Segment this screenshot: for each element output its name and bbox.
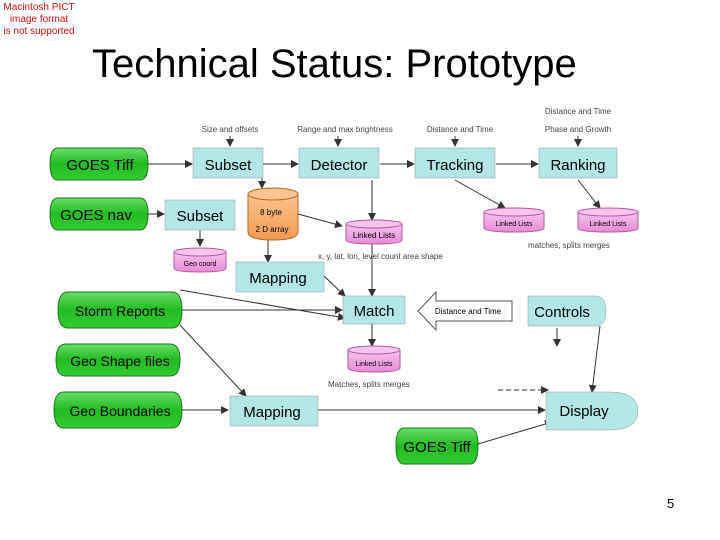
process-subset-top: Subset bbox=[192, 147, 264, 179]
process-display: Display bbox=[545, 391, 639, 431]
process-label: Controls bbox=[534, 304, 590, 321]
annotation-size-offsets: Size and offsets bbox=[202, 125, 259, 134]
list-geo-coord: Geo coord bbox=[173, 247, 227, 273]
datastore-label: GOES Tiff bbox=[403, 439, 471, 456]
storage-2d-array: 8 byte 2 D array bbox=[247, 187, 299, 241]
process-label: Subset bbox=[205, 157, 253, 174]
process-label: Tracking bbox=[427, 157, 484, 174]
process-tracking: Tracking bbox=[414, 147, 496, 179]
annotation-distance-time: Distance and Time bbox=[427, 125, 494, 134]
list-linked-lists-3: Linked Lists bbox=[347, 345, 401, 373]
datastore-label: Storm Reports bbox=[75, 303, 165, 319]
process-label: Display bbox=[559, 403, 609, 420]
list-label: Linked Lists bbox=[496, 221, 533, 228]
list-linked-lists-1: Linked Lists bbox=[345, 219, 403, 245]
annotation-matches-splits-bottom: Matches, splits merges bbox=[328, 380, 410, 389]
pict-unsupported-notice: Macintosh PICT image format is not suppo… bbox=[0, 2, 78, 38]
process-ranking: Ranking bbox=[538, 147, 618, 179]
process-label: Mapping bbox=[249, 270, 307, 287]
datastore-label: GOES Tiff bbox=[66, 157, 134, 174]
process-match: Match bbox=[342, 295, 406, 325]
distance-time-input-arrow: Distance and Time bbox=[417, 290, 513, 332]
process-label: Mapping bbox=[243, 404, 301, 421]
pict-notice-line: image format bbox=[9, 14, 69, 25]
arrow-label: Distance and Time bbox=[435, 307, 502, 316]
annotation-xy-attributes: x, y, lat, lon, level count area shape bbox=[318, 252, 443, 261]
process-controls: Controls bbox=[527, 295, 607, 327]
process-label: Subset bbox=[177, 208, 225, 225]
pict-notice-line: Macintosh PICT bbox=[3, 2, 75, 13]
datastore-goes-tiff-in: GOES Tiff bbox=[49, 147, 149, 181]
list-label: Linked Lists bbox=[356, 361, 393, 368]
list-label: Linked Lists bbox=[353, 231, 395, 240]
process-detector: Detector bbox=[298, 147, 380, 179]
storage-line: 2 D array bbox=[256, 225, 289, 234]
process-mapping-bottom: Mapping bbox=[229, 395, 319, 427]
list-linked-lists-2a: Linked Lists bbox=[483, 207, 545, 233]
process-label: Detector bbox=[311, 157, 368, 174]
process-label: Match bbox=[354, 303, 395, 320]
process-mapping-top: Mapping bbox=[235, 261, 325, 293]
process-subset-nav: Subset bbox=[164, 199, 236, 231]
connectors bbox=[148, 160, 601, 445]
annotation-range-brightness: Range and max brightness bbox=[297, 125, 393, 134]
datastore-storm-reports: Storm Reports bbox=[57, 291, 183, 329]
datastore-geo-shape-files: Geo Shape files bbox=[55, 343, 181, 377]
datastore-label: Geo Boundaries bbox=[69, 403, 170, 419]
pict-notice-line: is not supported bbox=[3, 26, 75, 37]
process-label: Ranking bbox=[550, 157, 605, 174]
annotation-phase-growth: Phase and Growth bbox=[545, 125, 611, 134]
slide-number: 5 bbox=[667, 496, 675, 511]
list-label: Linked Lists bbox=[590, 221, 627, 228]
slide-title: Technical Status: Prototype bbox=[92, 42, 577, 86]
annotation-ticks bbox=[226, 136, 582, 147]
datastore-geo-boundaries: Geo Boundaries bbox=[53, 391, 183, 429]
datastore-label: GOES nav bbox=[60, 207, 132, 224]
storage-line: 8 byte bbox=[260, 208, 282, 217]
datastore-goes-nav: GOES nav bbox=[49, 197, 149, 231]
datastore-goes-tiff-out: GOES Tiff bbox=[395, 427, 479, 465]
list-label: Geo coord bbox=[184, 261, 217, 268]
annotation-matches-splits-right: matches, splits merges bbox=[528, 241, 610, 250]
datastore-label: Geo Shape files bbox=[70, 353, 170, 369]
list-linked-lists-2b: Linked Lists bbox=[577, 207, 639, 233]
annotation-distance-time-top: Distance and Time bbox=[545, 107, 612, 116]
